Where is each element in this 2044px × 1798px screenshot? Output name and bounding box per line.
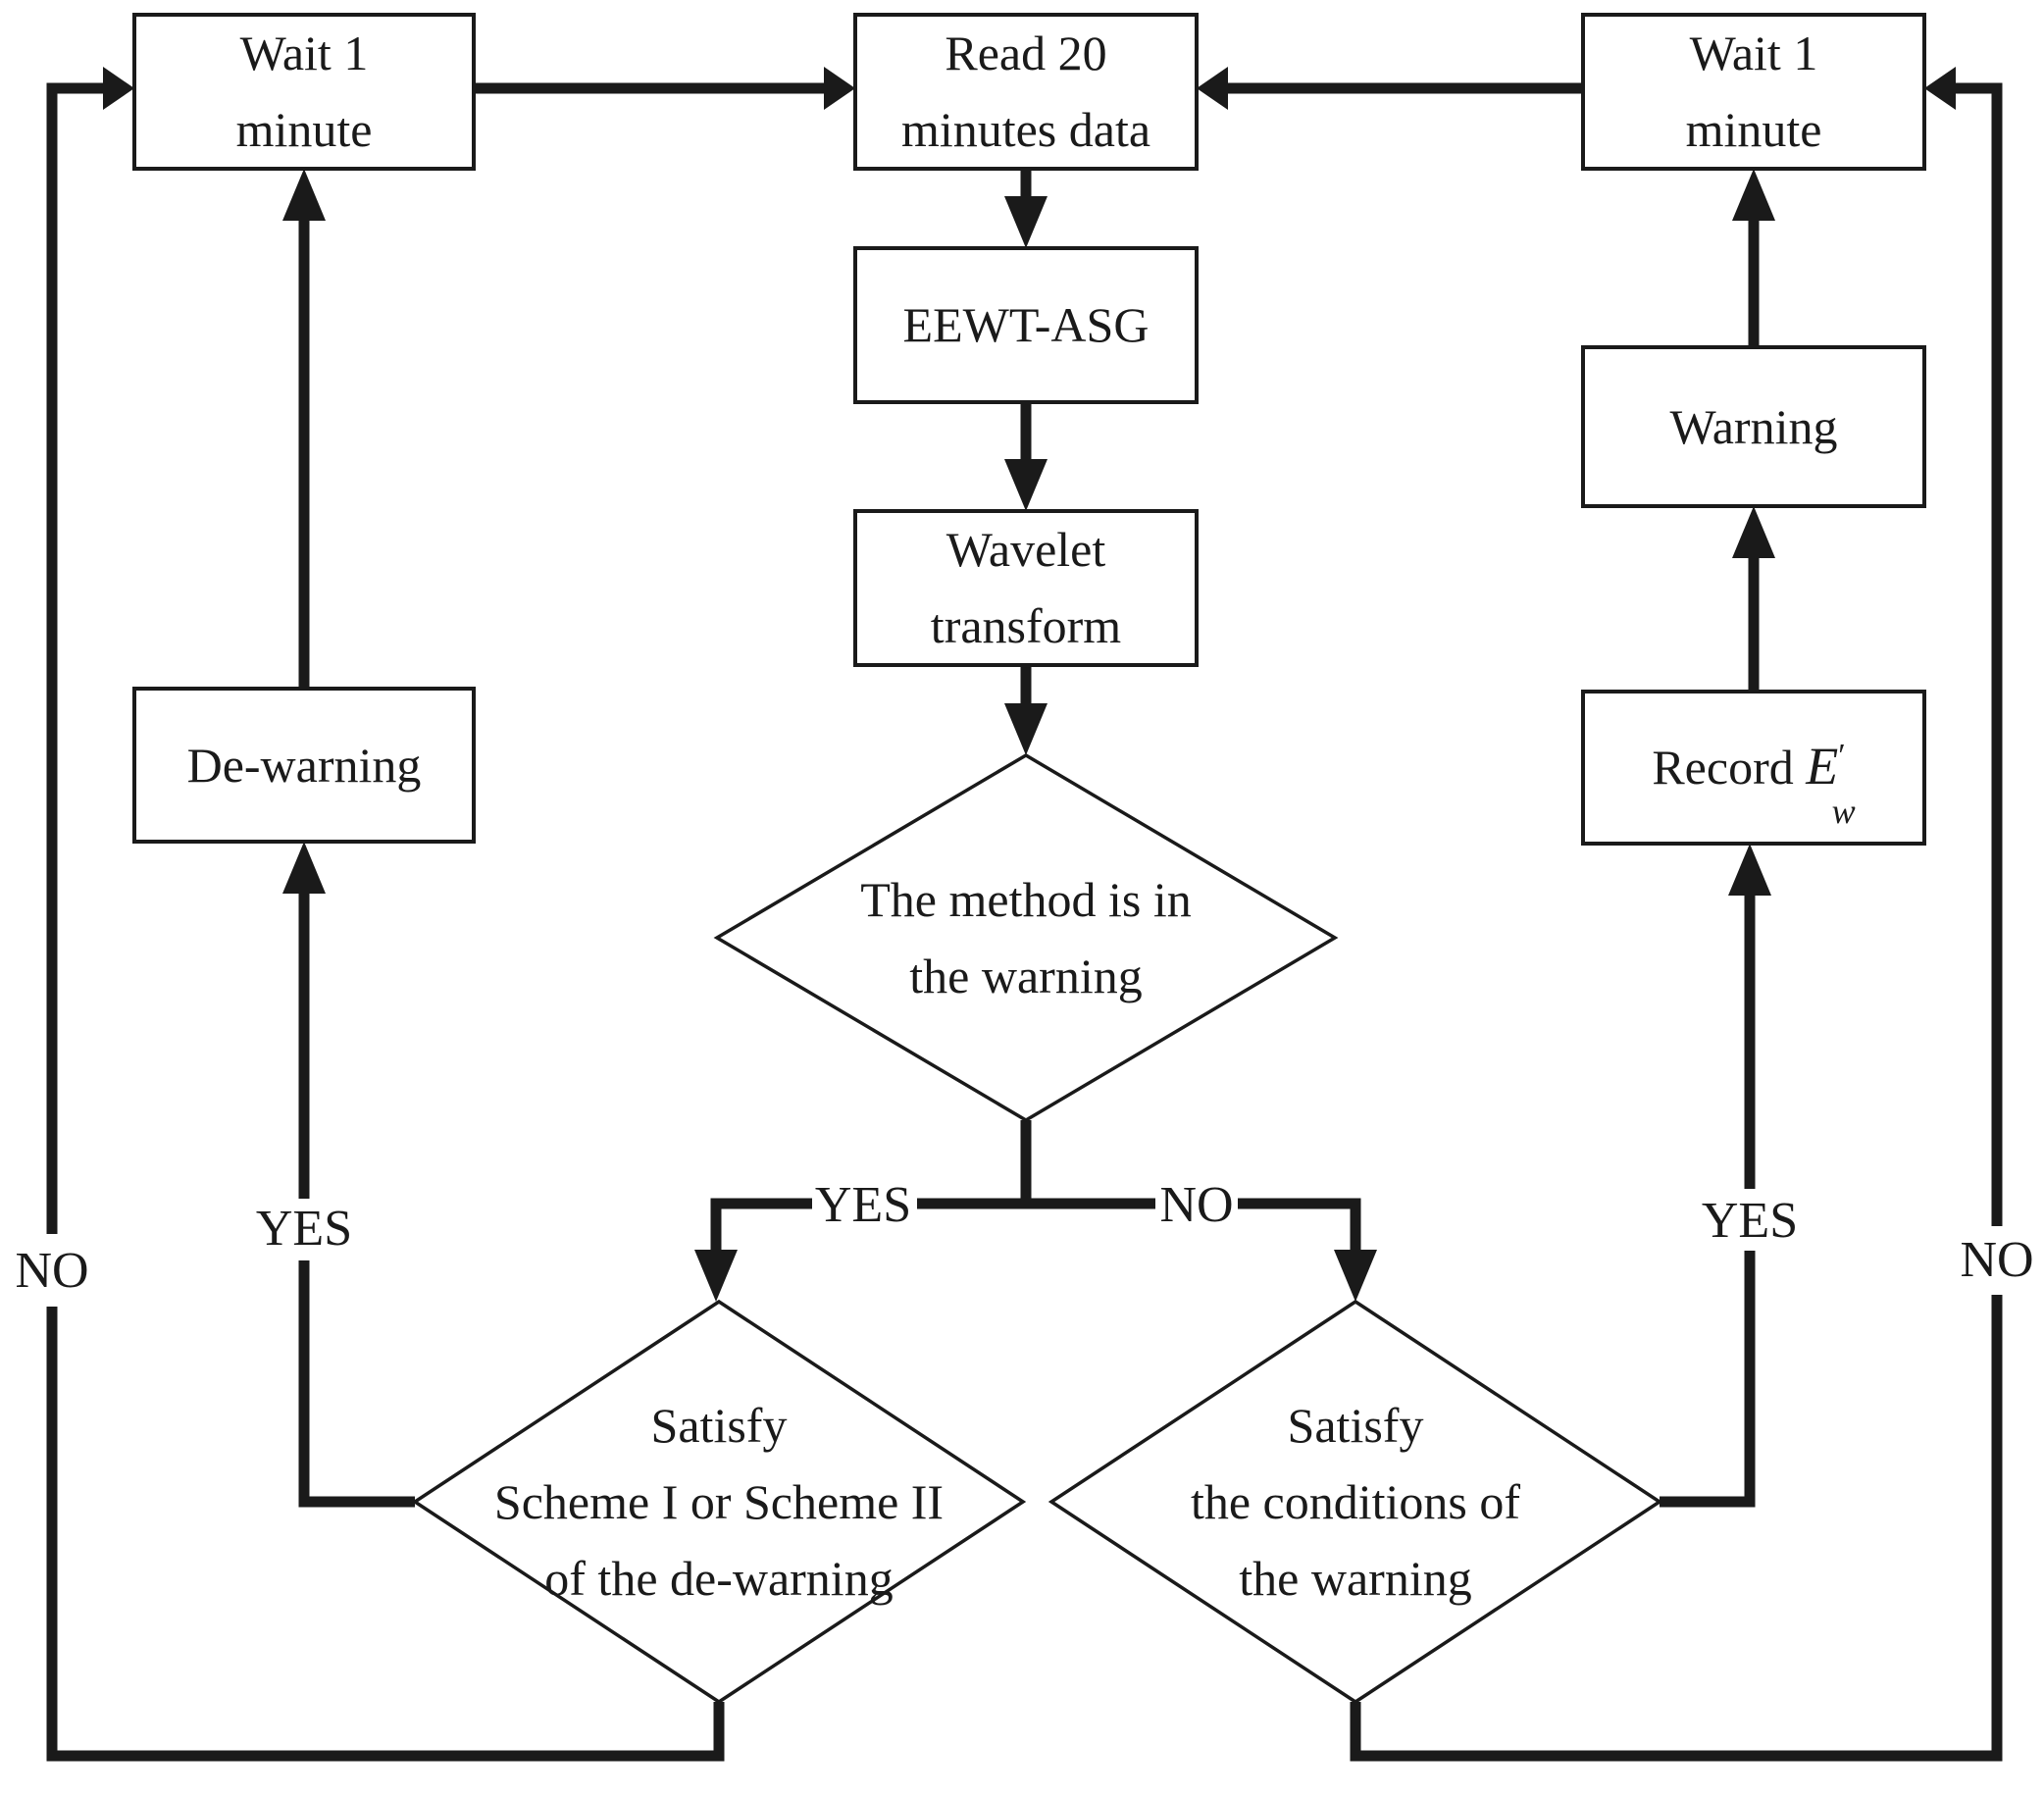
record-prime: ′ — [1838, 738, 1845, 774]
node-warning-label: Warning — [1670, 399, 1838, 454]
arrowhead-into-warning — [1732, 506, 1775, 558]
connector-lines — [46, 82, 2003, 1762]
node-warning: Warning — [1581, 345, 1926, 508]
edge-left-no-loop-upper — [46, 82, 105, 1234]
decision-de-warning-shape — [411, 1299, 1027, 1705]
decision-method-label-line1: The method is in — [860, 872, 1191, 927]
arrowhead-into-dewarning — [282, 842, 326, 894]
edge-split-to-left-diamond — [710, 1198, 812, 1250]
node-de-warning-label: De-warning — [187, 738, 422, 793]
node-record-ew: Record E′ w — [1581, 690, 1926, 846]
node-read-data-label-line1: Read 20 — [945, 26, 1106, 80]
edge-right-no-loop-upper — [1954, 82, 2003, 1226]
edge-split-to-right-diamond — [1238, 1198, 1361, 1250]
node-eewt-asg: EEWT-ASG — [853, 246, 1199, 404]
arrowhead-into-waitleft-left — [103, 67, 134, 110]
record-symbol: E — [1805, 737, 1838, 796]
node-de-warning: De-warning — [132, 687, 476, 844]
node-eewt-asg-label: EEWT-ASG — [903, 297, 1150, 352]
node-record-ew-box — [1581, 690, 1926, 846]
node-read-data-box — [853, 13, 1199, 171]
arrowheads — [103, 67, 1956, 1302]
edge-label-no-center: NO — [1159, 1177, 1233, 1233]
arrowhead-into-right-diamond — [1334, 1250, 1377, 1302]
edge-label-yes-left: YES — [256, 1201, 352, 1257]
node-wait-right: Wait 1 minute — [1581, 13, 1926, 171]
node-wavelet-label-line1: Wavelet — [946, 522, 1106, 577]
decision-de-warning-scheme: Satisfy Scheme I or Scheme II of the de-… — [411, 1299, 1027, 1705]
arrowhead-into-record — [1728, 844, 1771, 896]
node-wavelet-transform-box — [853, 509, 1199, 667]
edge-label-yes-right: YES — [1702, 1193, 1798, 1249]
arrowhead-into-waitleft-bottom — [282, 169, 326, 221]
node-eewt-asg-box — [853, 246, 1199, 404]
edge-right-diamond-yes-lower — [1660, 1251, 1756, 1508]
decision-dewarning-label-line3: of the de-warning — [544, 1551, 893, 1606]
arrowhead-into-read-right — [1197, 67, 1228, 110]
node-record-ew-label: Record E′ w — [1652, 737, 1855, 831]
node-wavelet-transform: Wavelet transform — [853, 509, 1199, 667]
arrowhead-into-eewt — [1004, 196, 1048, 248]
arrowhead-into-waitright-right — [1924, 67, 1956, 110]
node-wait-left-box — [132, 13, 476, 171]
node-de-warning-box — [132, 687, 476, 844]
arrowhead-into-center-diamond — [1004, 703, 1048, 755]
decision-method-in-warning: The method is in the warning — [713, 752, 1339, 1123]
edge-labels: YES NO YES NO YES NO — [15, 1177, 2033, 1299]
arrowhead-into-wavelet — [1004, 459, 1048, 511]
node-read-data-label-line2: minutes data — [901, 102, 1150, 157]
decision-method-label-line2: the warning — [909, 949, 1142, 1003]
edge-label-no-left: NO — [15, 1243, 88, 1299]
node-wait-right-label-line2: minute — [1686, 102, 1822, 157]
decision-warning-conditions: Satisfy the conditions of the warning — [1048, 1299, 1663, 1705]
node-wait-right-box — [1581, 13, 1926, 171]
arrowhead-into-left-diamond — [694, 1250, 738, 1302]
decision-method-in-warning-shape — [713, 752, 1339, 1123]
decision-dewarning-label-line1: Satisfy — [651, 1398, 788, 1453]
record-prefix: Record — [1652, 740, 1806, 795]
record-subscript: w — [1832, 792, 1856, 831]
node-wait-left: Wait 1 minute — [132, 13, 476, 171]
decision-warningcond-label-line2: the conditions of — [1191, 1474, 1520, 1529]
edge-label-no-right: NO — [1960, 1232, 2033, 1288]
decision-warningcond-label-line3: the warning — [1239, 1551, 1471, 1606]
node-wavelet-label-line2: transform — [931, 598, 1121, 653]
node-read-data: Read 20 minutes data — [853, 13, 1199, 171]
edge-left-diamond-yes-lower — [298, 1260, 415, 1508]
decision-dewarning-label-line2: Scheme I or Scheme II — [494, 1474, 944, 1529]
edge-left-no-loop-lower — [46, 1307, 725, 1762]
arrowhead-into-waitright-bottom — [1732, 169, 1775, 221]
arrowhead-into-read-left — [824, 67, 855, 110]
decision-warning-cond-shape — [1048, 1299, 1663, 1705]
decision-warningcond-label-line1: Satisfy — [1288, 1398, 1424, 1453]
node-wait-left-label-line1: Wait 1 — [240, 26, 369, 80]
edge-label-yes-center: YES — [815, 1177, 911, 1233]
node-wait-left-label-line2: minute — [236, 102, 373, 157]
edge-right-no-loop-lower — [1350, 1295, 2003, 1762]
node-wait-right-label-line1: Wait 1 — [1690, 26, 1818, 80]
node-warning-box — [1581, 345, 1926, 508]
